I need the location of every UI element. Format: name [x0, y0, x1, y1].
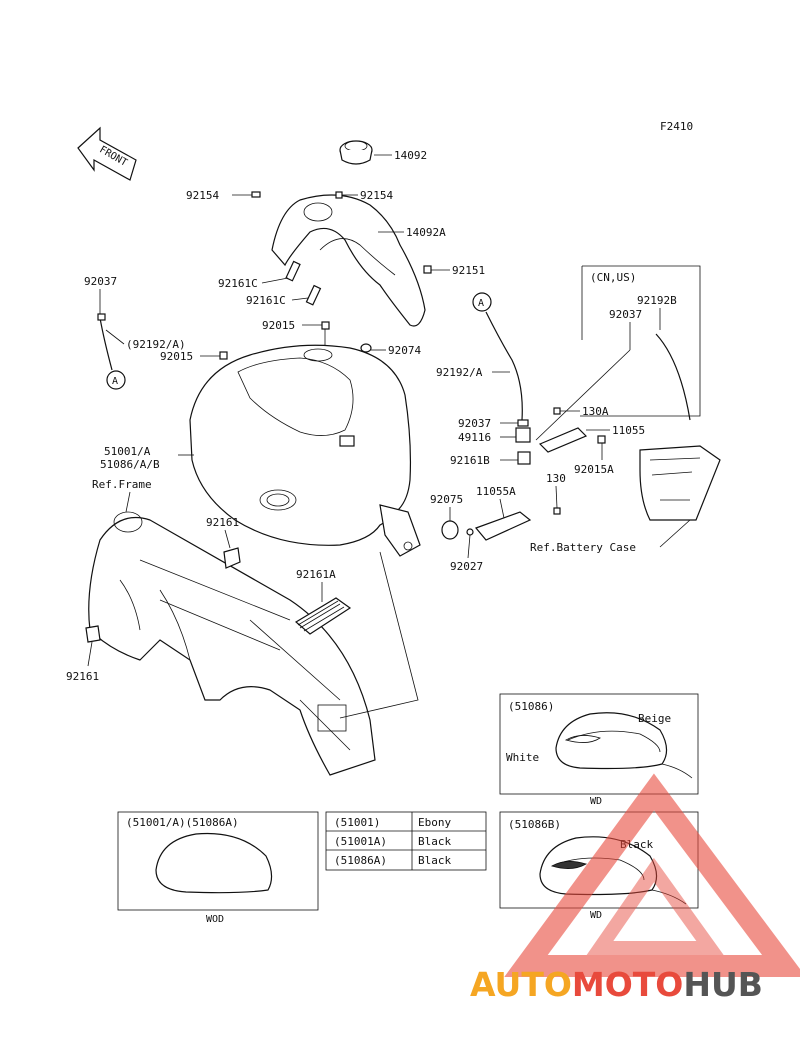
inset-51086-code: WD [590, 796, 602, 807]
label-92037-mid: 92037 [458, 417, 491, 430]
label-92151: 92151 [452, 264, 485, 277]
fuel-tank [189, 344, 421, 557]
label-11055: 11055 [612, 424, 645, 437]
inset-51086-box [499, 693, 699, 795]
label-92015A: 92015A [574, 463, 614, 476]
fuel-cap [339, 140, 373, 165]
label-92161A: 92161A [296, 568, 336, 581]
watermark-logo [504, 773, 800, 977]
label-92161-bottom: 92161 [66, 670, 99, 683]
table-part: (51001A) [334, 835, 387, 848]
table-part: (51086A) [334, 854, 387, 867]
inset-51001-box [117, 811, 319, 911]
inset-51086B-code: WD [590, 910, 602, 921]
clamp-icon [97, 313, 106, 321]
vent-hose [655, 333, 691, 421]
label-92192A-left: (92192/A) [126, 338, 186, 351]
label-14092A: 14092A [406, 226, 446, 239]
inset-51086-white: White [506, 751, 539, 764]
table-color: Ebony [418, 816, 451, 829]
label-49116: 49116 [458, 431, 491, 444]
label-11055A: 11055A [476, 485, 516, 498]
fuel-valve [515, 419, 531, 465]
label-92037-left: 92037 [84, 275, 117, 288]
pin-icon [285, 260, 322, 306]
label-130A: 130A [582, 405, 609, 418]
nut-icon [321, 321, 330, 330]
fuel-hose-right [485, 311, 523, 421]
label-92075: 92075 [430, 493, 463, 506]
fuel-hose [99, 317, 113, 371]
label-92154-left: 92154 [186, 189, 219, 202]
collar-icon [466, 528, 474, 536]
bracket [538, 427, 588, 453]
figure-code: F2410 [660, 120, 693, 133]
inset-51001-title: (51001/A)(51086A) [126, 816, 239, 829]
damper-icon [85, 547, 241, 643]
label-92015-2: 92015 [160, 350, 193, 363]
bracket-rear [474, 511, 532, 541]
label-92192A-right: 92192/A [436, 366, 483, 379]
tank-plain [155, 832, 273, 894]
callout-a-left-text: A [112, 376, 118, 387]
inset-51086-title: (51086) [508, 700, 554, 713]
bolt-icon [423, 265, 432, 274]
table-color: Black [418, 835, 451, 848]
label-ref-frame: Ref.Frame [92, 478, 152, 491]
color-table: (51001) Ebony (51001A) Black (51086A) Bl… [325, 811, 487, 871]
label-130: 130 [546, 472, 566, 485]
label-92161B: 92161B [450, 454, 490, 467]
watermark-text: AUTOMOTOHUB [470, 965, 763, 1004]
table-color: Black [418, 854, 451, 867]
battery-case [639, 445, 721, 521]
label-92037-right: 92037 [609, 308, 642, 321]
grommet-icon [360, 343, 372, 353]
label-92192B: 92192B [637, 294, 677, 307]
label-92161C-2: 92161C [246, 294, 286, 307]
label-51086: 51086/A/B [100, 458, 160, 471]
leader-tank-bracket [339, 551, 419, 719]
label-92161C-1: 92161C [218, 277, 258, 290]
label-92074: 92074 [388, 344, 421, 357]
callout-a-left [106, 370, 126, 390]
label-51001: 51001/A [104, 445, 151, 458]
label-ref-battery-case: Ref.Battery Case [530, 541, 636, 554]
table-part: (51001) [334, 816, 380, 829]
bolt-icon [553, 507, 561, 515]
nut-icon [597, 435, 606, 444]
inset-51001-code: WOD [206, 914, 224, 925]
bolt-icon [553, 407, 561, 415]
rubber-pad [294, 597, 352, 635]
label-14092: 14092 [394, 149, 427, 162]
grommet-icon [441, 520, 459, 540]
tank-white-beige [555, 712, 693, 779]
callout-a-right [472, 292, 492, 312]
label-92015-1: 92015 [262, 319, 295, 332]
cn-us-inset [580, 265, 701, 417]
nut-icon [219, 351, 228, 360]
label-92154-right: 92154 [360, 189, 393, 202]
label-92027: 92027 [450, 560, 483, 573]
inset-51086-beige: Beige [638, 712, 671, 725]
callout-a-right-text: A [478, 298, 484, 309]
label-cn-us: (CN,US) [590, 271, 636, 284]
label-92161-top: 92161 [206, 516, 239, 529]
inset-51086B-title: (51086B) [508, 818, 561, 831]
tank-cover [271, 194, 426, 327]
front-arrow-icon: FRONT [77, 126, 137, 181]
